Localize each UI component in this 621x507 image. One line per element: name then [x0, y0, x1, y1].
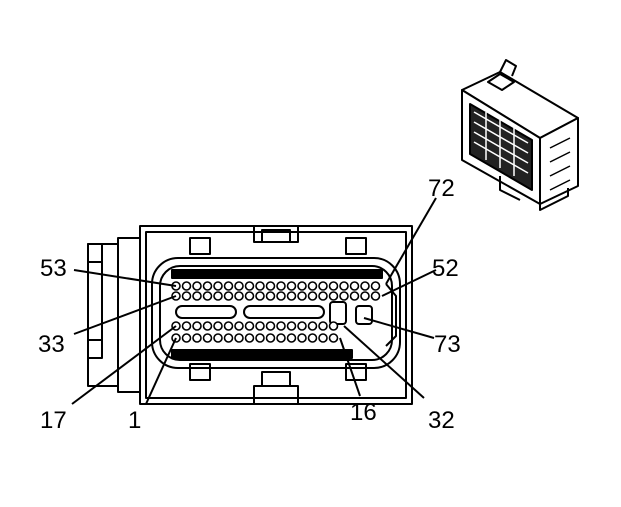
- pin-cavity: [286, 291, 297, 301]
- pin-cavity: [328, 333, 339, 343]
- pin-cavity: [181, 291, 192, 301]
- pin-cavity: [181, 321, 192, 331]
- leader-33: [73, 295, 177, 335]
- label-pin-53: 53: [40, 255, 67, 282]
- pin-cavity: [349, 281, 360, 291]
- pin-cavity: [318, 321, 328, 331]
- leader-1: [145, 337, 177, 405]
- label-pin-73: 73: [434, 331, 461, 358]
- pin-cavity: [255, 291, 265, 301]
- pin-cavity: [255, 281, 265, 291]
- pin-cavity: [265, 281, 276, 291]
- leader-53: [73, 269, 177, 287]
- pin-field: [171, 281, 381, 343]
- pin-cavity: [223, 291, 234, 301]
- pin-cavity: [318, 333, 328, 343]
- label-pin-33: 33: [38, 331, 65, 358]
- pin-cavity: [192, 333, 202, 343]
- pin-cavity: [265, 321, 276, 331]
- pin-cavity: [370, 291, 381, 301]
- pin-cavity: [244, 333, 255, 343]
- pin-cavity: [202, 281, 213, 291]
- pin-cavity: [297, 291, 307, 301]
- pin-cavity: [328, 281, 339, 291]
- pin-cavity: [213, 281, 223, 291]
- pin-cavity: [181, 281, 192, 291]
- pin-cavity: [307, 333, 318, 343]
- leader-16: [339, 337, 361, 397]
- pin-cavity: [244, 321, 255, 331]
- pin-cavity: [370, 281, 381, 291]
- pin-cavity: [297, 281, 307, 291]
- pin-cavity: [286, 281, 297, 291]
- pin-cavity: [244, 281, 255, 291]
- pin-cavity: [234, 333, 244, 343]
- pin-cavity: [307, 281, 318, 291]
- pin-cavity: [265, 333, 276, 343]
- pin-cavity: [318, 281, 328, 291]
- pin-cavity: [307, 291, 318, 301]
- pin-cavity: [244, 291, 255, 301]
- pin-cavity: [339, 291, 349, 301]
- pin-cavity: [360, 281, 370, 291]
- pin-cavity: [234, 321, 244, 331]
- pin-cavity: [234, 291, 244, 301]
- pin-cavity: [213, 321, 223, 331]
- pin-cavity: [286, 333, 297, 343]
- label-pin-32: 32: [428, 407, 455, 434]
- label-pin-52: 52: [432, 255, 459, 282]
- pin-cavity: [255, 333, 265, 343]
- pin-cavity: [192, 291, 202, 301]
- pin-cavity: [339, 281, 349, 291]
- label-pin-16: 16: [350, 399, 377, 426]
- leader-17: [71, 325, 177, 405]
- isometric-connector-view: [461, 59, 579, 211]
- pin-cavity: [349, 291, 360, 301]
- label-pin-17: 17: [40, 407, 67, 434]
- pin-cavity: [223, 333, 234, 343]
- pin-cavity: [276, 333, 286, 343]
- pin-cavity: [265, 291, 276, 301]
- pin-cavity: [276, 321, 286, 331]
- pin-cavity: [213, 333, 223, 343]
- leader-72: [385, 197, 437, 285]
- pin-cavity: [223, 321, 234, 331]
- pin-cavity: [192, 321, 202, 331]
- pin-cavity: [286, 321, 297, 331]
- label-pin-72: 72: [428, 175, 455, 202]
- pin-cavity: [318, 291, 328, 301]
- pin-cavity: [360, 291, 370, 301]
- pin-cavity: [202, 291, 213, 301]
- pin-cavity: [255, 321, 265, 331]
- pin-cavity: [297, 321, 307, 331]
- pin-cavity: [307, 321, 318, 331]
- pin-cavity: [202, 321, 213, 331]
- pin-cavity: [234, 281, 244, 291]
- pin-cavity: [202, 333, 213, 343]
- pin-cavity: [223, 281, 234, 291]
- connector-face: [87, 225, 413, 405]
- leader-lines: [71, 197, 437, 405]
- pin-cavity: [276, 291, 286, 301]
- pin-cavity: [181, 333, 192, 343]
- leader-73: [363, 317, 435, 339]
- leader-32: [343, 325, 425, 399]
- leader-52: [381, 269, 437, 297]
- pin-cavity: [213, 291, 223, 301]
- pin-cavity: [276, 281, 286, 291]
- pin-cavity: [297, 333, 307, 343]
- pin-cavity: [328, 291, 339, 301]
- pin-cavity: [192, 281, 202, 291]
- label-pin-1: 1: [128, 407, 141, 434]
- pin-cavity: [328, 321, 339, 331]
